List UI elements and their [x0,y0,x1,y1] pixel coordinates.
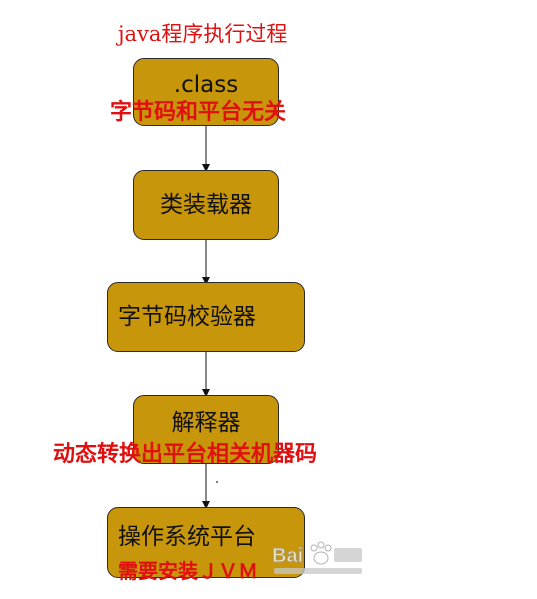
node-os: 操作系统平台 [107,507,305,578]
note-interpreter: 动态转换出平台相关机器码 [53,441,318,467]
node-class-label: .class [173,71,239,98]
note-class: 字节码和平台无关 [110,99,287,125]
node-loader: 类装载器 [133,170,279,240]
node-verifier: 字节码校验器 [107,282,305,352]
note-os: 需要安装ＪＶＭ [118,559,258,583]
node-interpreter-label: 解释器 [171,410,241,436]
node-class: .class [133,58,279,126]
node-os-label: 操作系统平台 [118,524,256,550]
stray-dot [216,481,218,483]
diagram-title: java程序执行过程 [118,22,288,46]
baidu-experience-logo-icon: Bai [272,541,362,574]
svg-text:Bai: Bai [272,545,303,567]
node-loader-label: 类装载器 [160,191,252,218]
node-interpreter: 解释器 [133,395,279,464]
node-verifier-label: 字节码校验器 [118,303,256,330]
